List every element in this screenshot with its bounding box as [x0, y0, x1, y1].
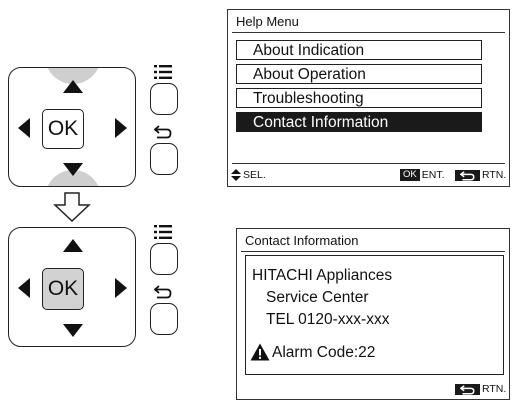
return-button[interactable]: [150, 303, 178, 335]
ok-button-label: OK: [47, 277, 79, 300]
menu-item-about-operation[interactable]: About Operation: [236, 64, 482, 84]
footer-enter-hint: OK ENT.: [400, 169, 445, 181]
return-arrow-icon: [154, 125, 172, 139]
return-arrow-icon: [460, 384, 475, 394]
title-divider: [241, 251, 505, 252]
arrow-up-icon[interactable]: [63, 239, 83, 252]
footer-rtn-label: RTN.: [482, 383, 507, 395]
footer-ent-label: ENT.: [421, 169, 445, 181]
footer-return-hint: RTN.: [455, 383, 506, 395]
return-arrow-icon: [460, 170, 475, 180]
help-menu-screen: Help Menu About Indication About Operati…: [227, 9, 510, 187]
arrow-down-icon[interactable]: [63, 163, 83, 176]
ok-button-pressed[interactable]: OK: [42, 268, 84, 310]
arrow-right-icon[interactable]: [115, 278, 127, 298]
arrow-left-icon[interactable]: [18, 278, 30, 298]
arrow-left-icon[interactable]: [18, 118, 30, 138]
return-button[interactable]: [150, 143, 178, 175]
company-name: HITACHI Appliances: [252, 267, 393, 284]
arrow-right-icon[interactable]: [115, 118, 127, 138]
menu-item-about-indication[interactable]: About Indication: [236, 40, 482, 60]
menu-item-contact-information[interactable]: Contact Information: [236, 112, 482, 132]
footer-divider: [232, 163, 505, 164]
alarm-code: Alarm Code:22: [272, 344, 376, 361]
remote-pad-top: OK: [8, 67, 136, 187]
contact-details-box: HITACHI Appliances Service Center TEL 01…: [245, 255, 504, 375]
title-divider: [232, 32, 505, 33]
screen-title: Help Menu: [236, 14, 299, 29]
menu-list-icon: [154, 225, 172, 239]
service-center: Service Center: [266, 289, 369, 306]
warning-triangle-icon: [250, 343, 270, 361]
remote-pad-bottom: OK: [8, 227, 136, 347]
footer-return-key: [455, 383, 480, 395]
footer-rtn-label: RTN.: [482, 169, 507, 181]
flow-down-arrow-icon: [53, 192, 91, 222]
footer-sel-label: SEL.: [243, 169, 266, 181]
arrow-down-icon[interactable]: [63, 324, 83, 337]
footer-return-key: [455, 169, 480, 181]
up-highlight: [45, 68, 101, 84]
menu-list-icon: [154, 65, 172, 79]
screen-title: Contact Information: [245, 233, 359, 248]
footer-select-hint: SEL.: [231, 169, 266, 181]
contact-information-screen: Contact Information HITACHI Appliances S…: [236, 228, 510, 400]
ok-button[interactable]: OK: [42, 109, 84, 149]
telephone-number: TEL 0120-xxx-xxx: [266, 311, 390, 328]
menu-item-troubleshooting[interactable]: Troubleshooting: [236, 88, 482, 108]
footer-ok-key: OK: [400, 169, 420, 181]
arrow-up-icon[interactable]: [63, 80, 83, 93]
up-down-select-icon: [231, 169, 241, 181]
ok-button-label: OK: [47, 117, 79, 140]
footer-return-hint: RTN.: [455, 169, 506, 181]
menu-button[interactable]: [150, 83, 178, 115]
down-highlight: [45, 170, 101, 186]
return-arrow-icon: [154, 285, 172, 299]
menu-button[interactable]: [150, 243, 178, 275]
